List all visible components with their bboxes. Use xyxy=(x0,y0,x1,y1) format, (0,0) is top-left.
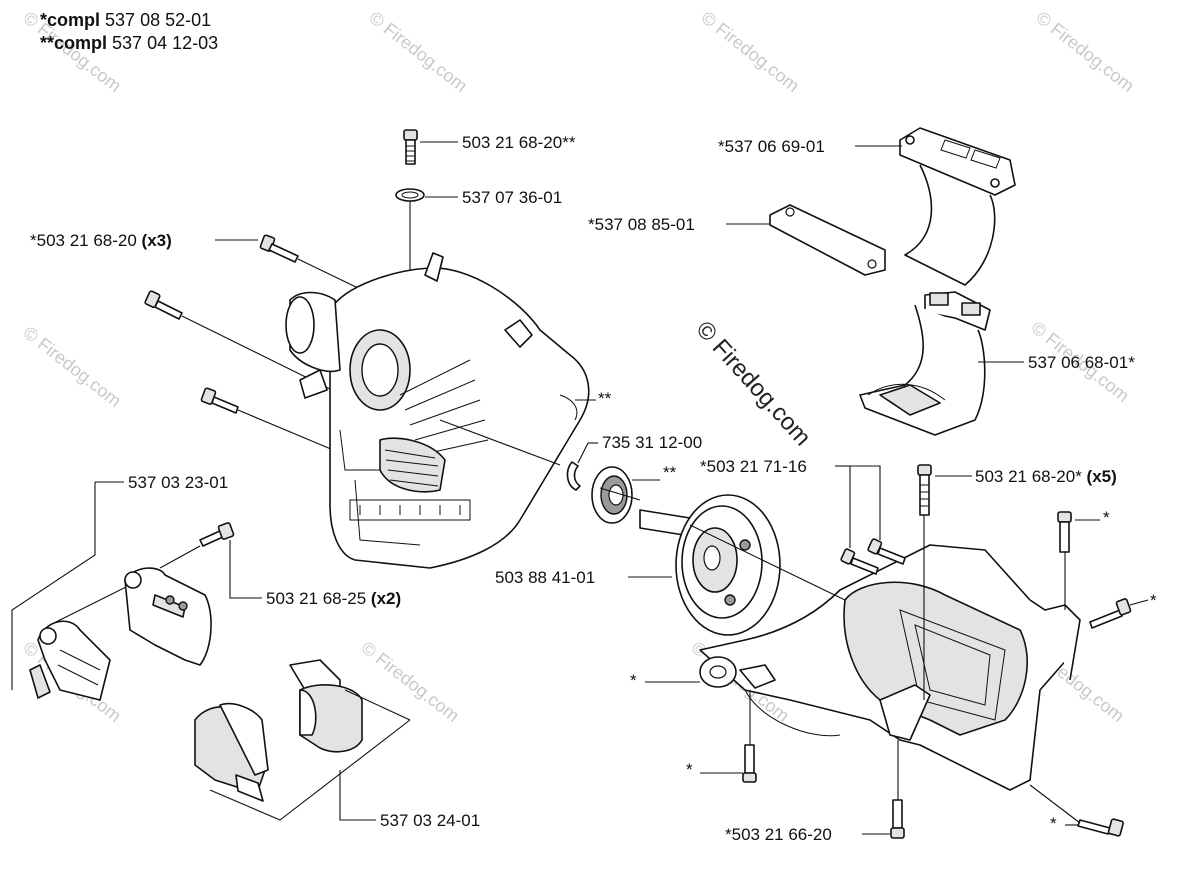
circlip xyxy=(566,461,581,491)
watermark-text: © Firedog.com xyxy=(358,637,464,726)
bolt-case-2 xyxy=(867,538,906,565)
watermark-text: © Firedog.com xyxy=(20,322,126,411)
clutch-drum xyxy=(639,494,781,636)
bolt-left-3 xyxy=(200,387,239,414)
bolt-bottom-left xyxy=(742,744,757,783)
bolt-side-right xyxy=(1089,598,1132,629)
marker-star-left: * xyxy=(630,671,637,690)
watermark-text: © Firedog.com xyxy=(698,7,804,96)
cover-lower xyxy=(859,291,991,436)
bolt-bottom-right xyxy=(1077,818,1124,837)
gasket xyxy=(769,204,886,276)
bolt-vertical-1 xyxy=(917,464,932,516)
label-bracket-set-a: 537 03 23-01 xyxy=(128,473,228,492)
label-bracket-set-b: 537 03 24-01 xyxy=(380,811,480,830)
label-bolt-top: 503 21 68-20** xyxy=(462,133,576,152)
watermark-text: © Firedog.com xyxy=(366,7,472,96)
marker-housing: ** xyxy=(598,389,612,408)
label-cover-lower: 537 06 68-01* xyxy=(1028,353,1135,372)
label-clip-top: 537 07 36-01 xyxy=(462,188,562,207)
bolt-left-1 xyxy=(259,234,299,263)
bolt-case-1 xyxy=(840,548,879,575)
bolt-x2 xyxy=(199,522,235,547)
marker-star-right-1: * xyxy=(1103,508,1110,527)
watermark-center: © Firedog.com xyxy=(691,316,817,451)
label-bolt-bottom: *503 21 66-20 xyxy=(725,825,832,844)
bracket-b-1 xyxy=(194,702,269,802)
kit-line-1: *compl 537 08 52-01 xyxy=(40,10,211,30)
marker-star-bottom-left: * xyxy=(686,760,693,779)
bracket-a-2 xyxy=(124,567,212,666)
bracket-b-2 xyxy=(289,659,363,753)
kit-header: *compl 537 08 52-01 **compl 537 04 12-03 xyxy=(40,10,218,53)
label-bolts-x5: 503 21 68-20* (x5) xyxy=(975,467,1117,486)
label-clutch-drum: 503 88 41-01 xyxy=(495,568,595,587)
bolt-vertical-2 xyxy=(1057,511,1072,553)
label-bolts-x3: *503 21 68-20 (x3) xyxy=(30,231,172,250)
marker-bearing: ** xyxy=(663,463,677,482)
kit-line-2: **compl 537 04 12-03 xyxy=(40,33,218,53)
label-bolts-x2: 503 21 68-25 (x2) xyxy=(266,589,401,608)
marker-star-bottom-right: * xyxy=(1050,814,1057,833)
label-circlip: 735 31 12-00 xyxy=(602,433,702,452)
label-cover-top: *537 06 69-01 xyxy=(718,137,825,156)
bolt-left-2 xyxy=(144,290,183,320)
bracket-a-1 xyxy=(29,620,111,701)
bearing xyxy=(591,466,633,524)
crank-case xyxy=(699,544,1081,791)
bolt-bottom xyxy=(890,799,905,839)
label-bolts-71-16: *503 21 71-16 xyxy=(700,457,807,476)
watermark-text: © Firedog.com xyxy=(1033,7,1139,96)
cover-top xyxy=(899,127,1016,286)
fan-housing xyxy=(285,252,590,569)
clip-top xyxy=(395,188,425,202)
marker-star-right-2: * xyxy=(1150,591,1157,610)
bolt-top xyxy=(403,129,418,165)
label-gasket: *537 08 85-01 xyxy=(588,215,695,234)
